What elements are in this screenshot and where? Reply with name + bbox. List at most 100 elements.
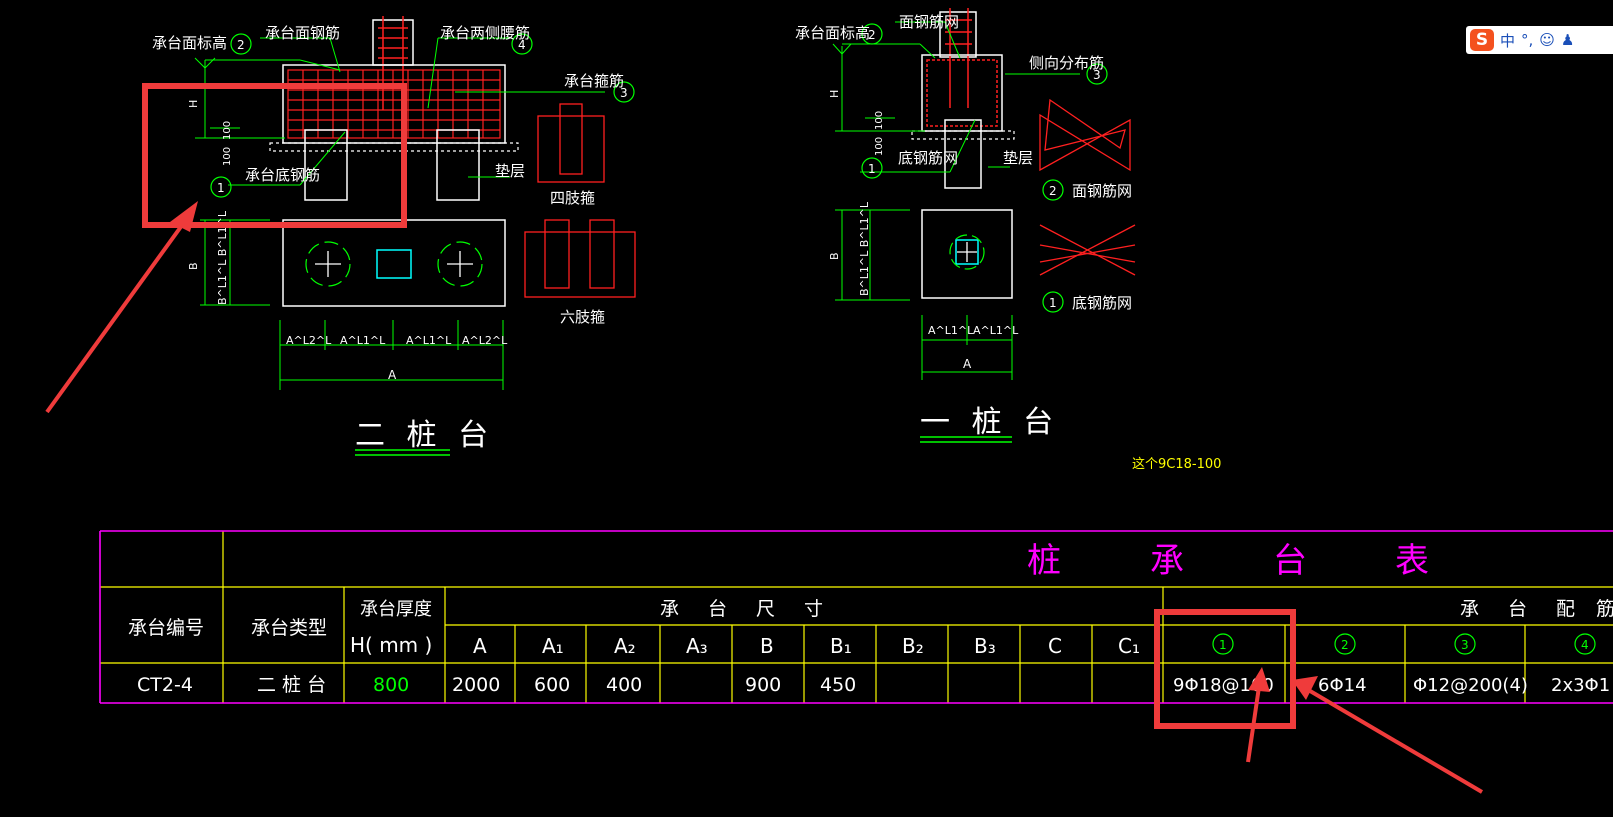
- rebar-col-2: 2: [1341, 638, 1349, 652]
- table-title-char-3: 台: [1273, 541, 1307, 581]
- legend-callout-2: 2: [1049, 184, 1057, 198]
- one-dim-h-label: H: [828, 90, 841, 98]
- rebar-col-3: 3: [1461, 638, 1469, 652]
- row-size-B: 900: [745, 674, 781, 696]
- one-pile-labels: 承台面标高 面钢筋网 侧向分布筋 底钢筋网 垫层 面钢筋网 底钢筋网 A A^L…: [795, 13, 1132, 440]
- one-cushion-label: 垫层: [1003, 149, 1033, 167]
- group-size-char-1: 承: [660, 598, 679, 620]
- row-rebar-1: 9Φ18@100: [1173, 675, 1274, 696]
- four-leg-stirrup-label: 四肢箍: [550, 189, 595, 207]
- col-header-thickness: 承台厚度: [360, 599, 432, 620]
- table-title-char-1: 桩: [1027, 541, 1061, 581]
- callout-4: 4: [518, 38, 526, 52]
- row-cap-type: 二 桩 台: [257, 674, 326, 696]
- dim-100b-label: 100: [222, 147, 233, 166]
- row-size-A1: 600: [534, 674, 570, 696]
- group-rebar-char-2: 台: [1508, 598, 1527, 620]
- dim-a-part-1: A^L2^L: [286, 334, 332, 347]
- arrow-shaft-up: [1246, 679, 1262, 763]
- callout-3: 3: [620, 86, 628, 100]
- dim-a-part-2: A^L1^L: [340, 334, 386, 347]
- row-size-A: 2000: [452, 674, 500, 696]
- side-rebar-label: 承台两侧腰筋: [440, 24, 530, 42]
- stirrup-label: 承台箍筋: [564, 72, 624, 90]
- size-col-B2: B₂: [902, 634, 924, 658]
- one-bottom-mesh-label: 底钢筋网: [898, 149, 958, 167]
- one-dim-a-label: A: [963, 357, 972, 371]
- one-pile-cap-detail: [832, 8, 1136, 443]
- ime-mode-toggle[interactable]: 中: [1500, 31, 1516, 50]
- group-rebar-char-3: 配: [1556, 598, 1575, 620]
- arrowhead-up: [1248, 667, 1270, 692]
- row-cap-thickness: 800: [373, 674, 409, 696]
- rebar-col-1: 1: [1219, 638, 1227, 652]
- table-text: 桩 承 台 表 承台编号 承台类型 承台厚度 H( mm ) 承 台 尺 寸 承…: [128, 541, 1613, 696]
- group-size-char-3: 尺: [756, 598, 775, 620]
- group-size-char-2: 台: [708, 598, 727, 620]
- dim-bl-label: B^L1^L B^L1^L: [216, 210, 229, 305]
- sogou-logo-icon[interactable]: S: [1470, 29, 1494, 51]
- dim-a-label: A: [388, 368, 397, 382]
- one-face-mesh-label: 面钢筋网: [899, 13, 959, 31]
- rebar-note: 这个9C18-100: [1132, 456, 1221, 472]
- one-pile-title: 一 桩 台: [920, 405, 1059, 440]
- table-title-char-2: 承: [1150, 541, 1184, 581]
- screenshot-annotations: [45, 83, 1484, 794]
- size-col-B1: B₁: [830, 634, 852, 658]
- rebar-col-4: 4: [1581, 638, 1589, 652]
- arrowhead-left: [170, 201, 198, 232]
- size-col-A: A: [473, 634, 487, 658]
- row-rebar-3: Φ12@200(4): [1413, 675, 1528, 696]
- row-rebar-4: 2x3Φ1: [1551, 675, 1610, 696]
- one-callout-2: 2: [868, 28, 876, 42]
- one-callout-1: 1: [868, 162, 876, 176]
- group-size-char-4: 寸: [804, 598, 823, 620]
- one-dim-bl-label: B^L1^L B^L1^L: [858, 201, 871, 296]
- one-dim-a-part-1: A^L1^L: [928, 324, 974, 337]
- dim-h-label: H: [187, 100, 200, 108]
- emoji-icon[interactable]: ☺: [1539, 31, 1555, 49]
- highlight-box-rebar-cell: [1154, 609, 1296, 729]
- annotation-arrowheads: [170, 201, 1318, 700]
- six-leg-stirrup-label: 六肢箍: [560, 308, 605, 326]
- face-elevation-label: 承台面标高: [152, 34, 227, 52]
- face-rebar-label: 承台面钢筋: [265, 24, 340, 42]
- dim-a-part-3: A^L1^L: [406, 334, 452, 347]
- size-col-C: C: [1048, 634, 1062, 658]
- one-face-elevation-label: 承台面标高: [795, 24, 870, 42]
- legend-callout-1: 1: [1049, 296, 1057, 310]
- row-size-A2: 400: [606, 674, 642, 696]
- cushion-label: 垫层: [495, 162, 525, 180]
- one-callout-3: 3: [1093, 68, 1101, 82]
- two-pile-title: 二 桩 台: [355, 418, 494, 453]
- pile-cap-table: [99, 530, 1613, 704]
- one-dim-100b-label: 100: [874, 137, 885, 156]
- one-dim-a-part-2: A^L1^L: [973, 324, 1019, 337]
- dim-a-part-4: A^L2^L: [462, 334, 508, 347]
- callout-2: 2: [237, 38, 245, 52]
- dim-100a-label: 100: [222, 121, 233, 140]
- row-size-B1: 450: [820, 674, 856, 696]
- one-side-dist-label: 侧向分布筋: [1029, 54, 1104, 72]
- dim-b-label: B: [187, 262, 200, 270]
- ime-toolbar[interactable]: S 中 °, ☺ ♟: [1466, 26, 1613, 54]
- size-col-A3: A₃: [686, 634, 708, 658]
- size-col-A1: A₁: [542, 634, 564, 658]
- group-rebar-char-4: 筋: [1596, 598, 1613, 620]
- row-rebar-2: 6Φ14: [1318, 675, 1367, 696]
- voice-icon[interactable]: ♟: [1560, 31, 1575, 49]
- size-col-B3: B₃: [974, 634, 996, 658]
- callout-1: 1: [217, 181, 225, 195]
- bottom-rebar-label: 承台底钢筋: [245, 166, 320, 184]
- legend-face-mesh: 面钢筋网: [1072, 182, 1132, 200]
- highlight-box-bottom-rebar: [142, 83, 407, 228]
- col-header-id: 承台编号: [128, 617, 204, 639]
- table-title-char-4: 表: [1395, 541, 1429, 581]
- size-col-A2: A₂: [614, 634, 636, 658]
- ime-punct-toggle[interactable]: °,: [1521, 31, 1534, 49]
- two-pile-labels: 承台面标高 承台面钢筋 承台两侧腰筋 承台箍筋 承台底钢筋 垫层 四肢箍 六肢箍…: [152, 24, 628, 453]
- size-col-B: B: [760, 634, 774, 658]
- legend-bottom-mesh: 底钢筋网: [1072, 294, 1132, 312]
- arrow-shaft-left: [45, 208, 195, 414]
